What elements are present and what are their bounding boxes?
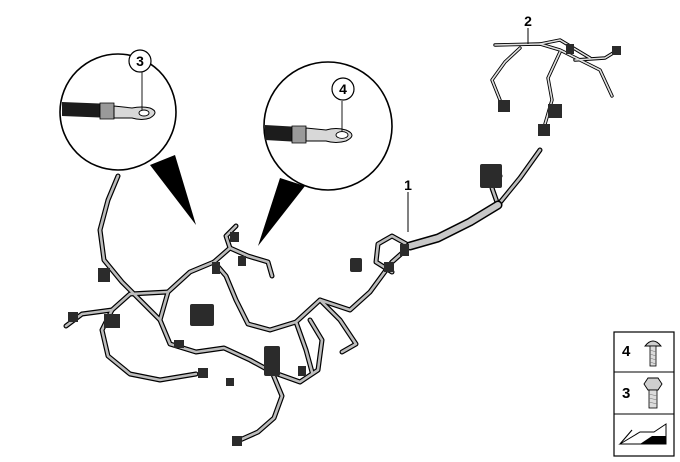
cable-lug-3: [62, 72, 156, 120]
hex-head-bolt-icon: [643, 377, 663, 409]
detail-pointer-4: [258, 178, 305, 246]
detail-pointer-3: [150, 155, 196, 225]
main-harness-part-1: [63, 147, 543, 446]
callout-1: 1: [404, 177, 412, 193]
sub-harness-part-2: [490, 28, 621, 136]
legend-number-4: 4: [622, 343, 631, 360]
cable-lug-4: [265, 101, 353, 144]
legend-number-3: 3: [622, 385, 630, 402]
callout-2: 2: [524, 13, 532, 29]
detail-circle-3: 3: [59, 49, 196, 225]
callout-3: 3: [136, 53, 144, 69]
round-head-bolt-icon: [644, 340, 662, 367]
detail-circle-4: 4: [258, 61, 393, 246]
direction-arrow-icon: [618, 423, 667, 445]
parts-legend: 4 3: [613, 331, 675, 457]
callout-4: 4: [339, 81, 347, 97]
